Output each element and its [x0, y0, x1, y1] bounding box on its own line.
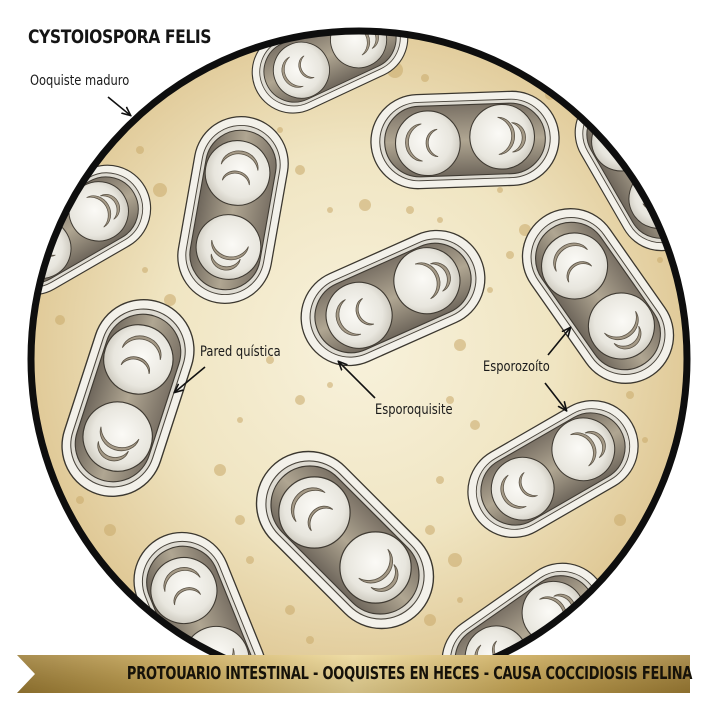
- label-sporozoite: Esporozoíto: [483, 359, 550, 375]
- arrow-sporozoite-down: [544, 382, 566, 410]
- arrow-sporocyst: [339, 362, 376, 399]
- arrow-sporozoite-up: [547, 328, 570, 356]
- banner-text: PROTOUARIO INTESTINAL - OOQUISTES EN HEC…: [126, 663, 693, 684]
- page-title: CYSTOIOSPORA FELIS: [28, 26, 212, 48]
- caption-banner: PROTOUARIO INTESTINAL - OOQUISTES EN HEC…: [17, 655, 693, 693]
- label-mature-oocyst: Ooquiste maduro: [30, 73, 130, 89]
- label-sporocyst: Esporoquisite: [375, 402, 453, 418]
- banner-ribbon: [17, 655, 690, 693]
- oocyst-upper-right-horizontal: [368, 89, 562, 191]
- label-cyst-wall: Pared quística: [200, 344, 281, 360]
- arrow-mature-oocyst: [107, 96, 130, 115]
- arrow-cyst-wall: [175, 366, 206, 392]
- annotation-arrows: [107, 96, 570, 410]
